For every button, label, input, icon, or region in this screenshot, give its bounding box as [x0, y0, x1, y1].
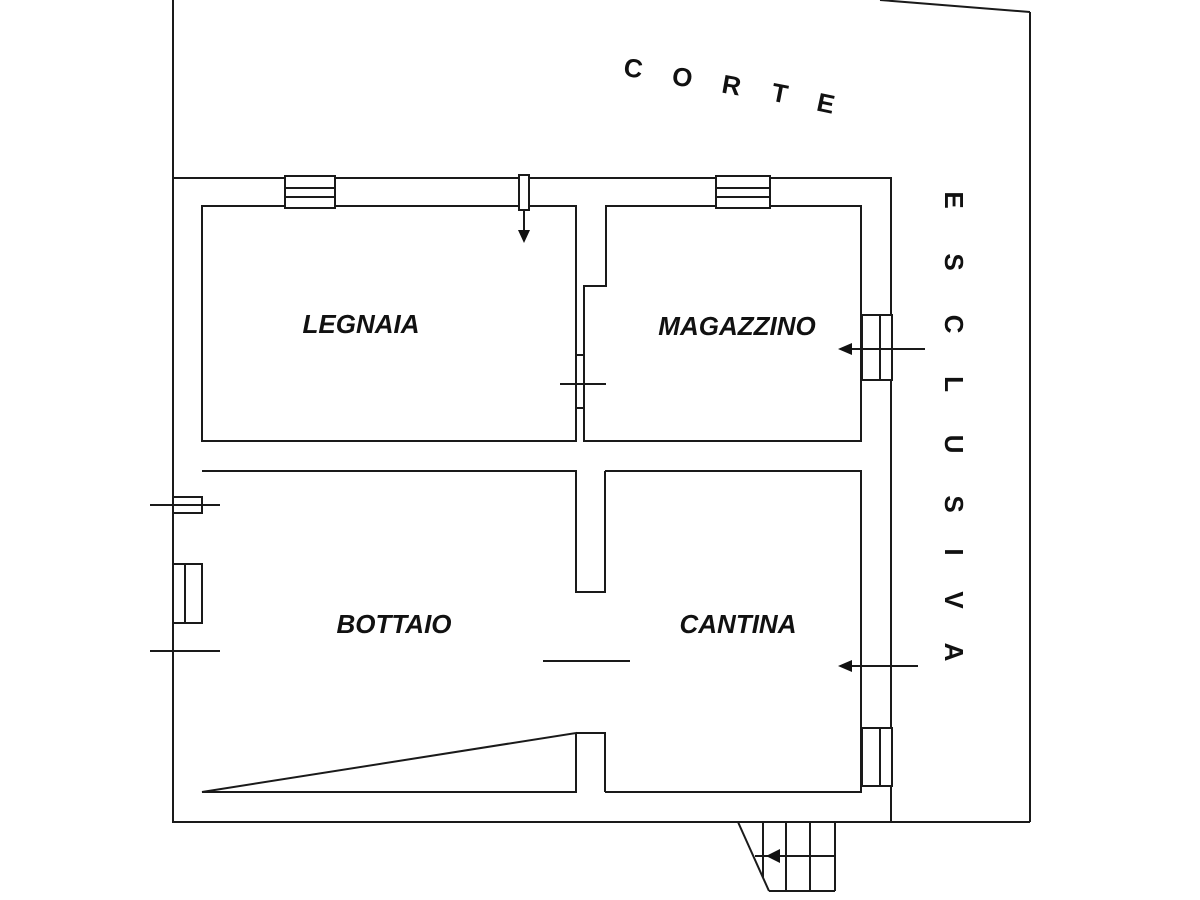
svg-text:C: C — [622, 52, 645, 84]
windows — [172, 174, 893, 787]
room-label-magazzino: MAGAZZINO — [658, 311, 815, 341]
svg-text:R: R — [720, 69, 744, 102]
arrow-left-icon — [838, 660, 852, 672]
svg-text:E: E — [814, 87, 837, 120]
svg-text:S: S — [939, 495, 969, 512]
stairs — [737, 821, 836, 892]
room-label-bottaio: BOTTAIO — [336, 609, 451, 639]
svg-text:U: U — [939, 435, 969, 454]
arrow-left-icon — [766, 849, 780, 863]
label-esclusiva: E S C L U S I V A — [939, 191, 969, 661]
svg-text:A: A — [939, 643, 969, 662]
entry-arrows — [518, 210, 925, 672]
arrow-down-icon — [518, 230, 530, 243]
svg-text:S: S — [939, 253, 969, 270]
room-legnaia — [201, 205, 577, 442]
room-magazzino — [583, 205, 862, 442]
property-boundary — [172, 0, 1031, 823]
svg-text:O: O — [670, 61, 695, 94]
markers — [150, 354, 630, 662]
svg-text:I: I — [939, 548, 969, 555]
svg-text:T: T — [769, 77, 790, 110]
room-label-legnaia: LEGNAIA — [303, 309, 420, 339]
svg-text:L: L — [939, 376, 969, 392]
room-label-cantina: CANTINA — [680, 609, 797, 639]
svg-text:V: V — [939, 591, 969, 609]
room-cantina — [605, 470, 862, 793]
outer-wall — [172, 177, 892, 823]
label-corte: C O R T E — [622, 52, 838, 120]
arrow-left-icon — [838, 343, 852, 355]
svg-text:C: C — [939, 315, 969, 334]
svg-text:E: E — [939, 191, 969, 208]
